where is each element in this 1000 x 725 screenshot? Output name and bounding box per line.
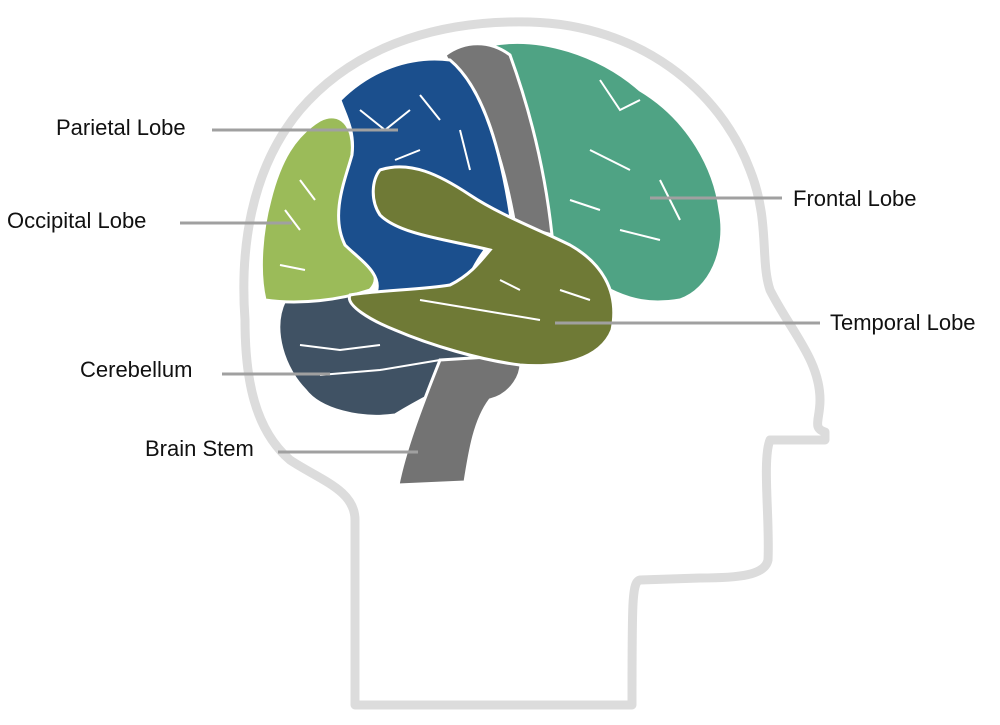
label-temporal-lobe: Temporal Lobe bbox=[830, 310, 976, 335]
label-frontal-lobe: Frontal Lobe bbox=[793, 186, 917, 211]
head-outline bbox=[239, 17, 830, 710]
leader-lines bbox=[180, 128, 820, 454]
label-cerebellum: Cerebellum bbox=[80, 357, 193, 382]
brain-stem-region bbox=[396, 353, 523, 487]
temporal-lobe-region bbox=[347, 165, 616, 368]
label-occipital-lobe: Occipital Lobe bbox=[7, 208, 147, 233]
label-parietal-lobe: Parietal Lobe bbox=[56, 115, 186, 140]
label-brain-stem: Brain Stem bbox=[145, 436, 254, 461]
